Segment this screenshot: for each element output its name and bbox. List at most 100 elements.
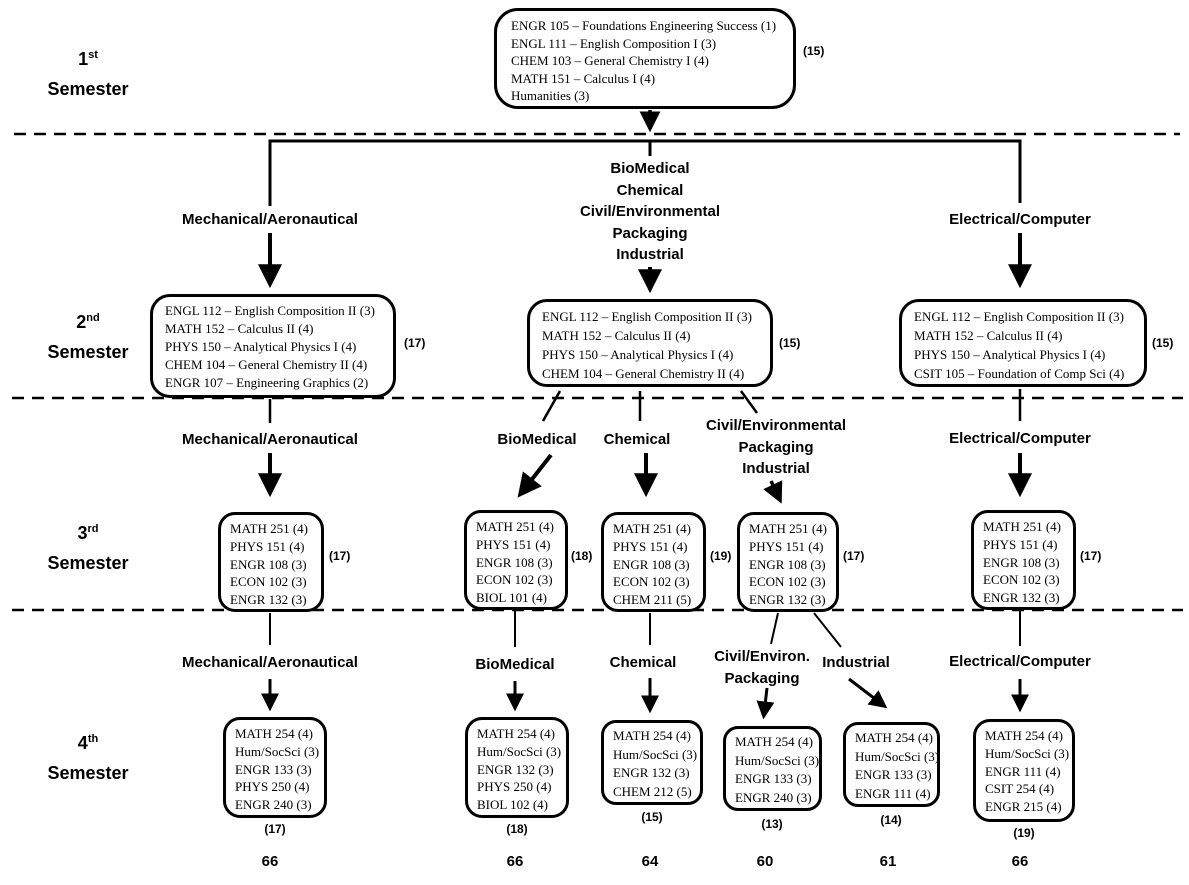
- semester-2-box-mechanical: ENGL 112 – English Composition II (3) MA…: [150, 294, 396, 398]
- course-line: MATH 251 (4): [476, 519, 554, 534]
- course-line: ENGL 111 – English Composition I (3): [511, 35, 717, 51]
- total-credits-biomedical: 66: [506, 853, 524, 870]
- course-line: ENGR 105 – Foundations Engineering Succe…: [511, 18, 777, 33]
- course-line: ENGR 132 (3): [613, 765, 690, 780]
- course-line: ECON 102 (3): [230, 574, 307, 590]
- semester-1-word: Semester: [47, 79, 129, 99]
- course-line: MATH 254 (4): [735, 734, 813, 749]
- semester-3-suffix: rd: [87, 523, 99, 535]
- semester-3-box-mechanical: MATH 251 (4) PHYS 151 (4) ENGR 108 (3) E…: [218, 512, 324, 612]
- credits-badge: (17): [329, 549, 351, 563]
- semester-4-word: Semester: [47, 763, 129, 783]
- track-label-biomedical-3: BioMedical: [475, 656, 555, 673]
- credits-badge: (17): [843, 549, 865, 563]
- semester-3-box-electrical: MATH 251 (4) PHYS 151 (4) ENGR 108 (3) E…: [971, 510, 1076, 610]
- credits-badge: (15): [1152, 336, 1174, 350]
- course-line: MATH 152 – Calculus II (4): [914, 328, 1063, 343]
- semester-3-box-biomedical: MATH 251 (4) PHYS 151 (4) ENGR 108 (3) E…: [464, 510, 568, 610]
- course-line: CHEM 104 – General Chemistry II (4): [542, 366, 745, 381]
- course-line: ENGL 112 – English Composition II (3): [542, 309, 752, 324]
- track-label-civil-stack-3: Civil/Environ. Packaging: [714, 646, 810, 689]
- course-line: Hum/SocSci (3): [235, 743, 320, 759]
- course-line: MATH 251 (4): [983, 519, 1061, 534]
- course-line: MATH 254 (4): [613, 728, 691, 743]
- course-line: ECON 102 (3): [476, 572, 553, 588]
- course-line: PHYS 150 – Analytical Physics I (4): [914, 347, 1106, 362]
- course-line: Hum/SocSci (3): [985, 745, 1070, 761]
- credits-badge: (17): [264, 822, 286, 836]
- track-label-mechanical-1: Mechanical/Aeronautical: [182, 211, 358, 228]
- course-line: PHYS 151 (4): [476, 536, 551, 552]
- course-line: ENGR 132 (3): [477, 761, 554, 777]
- course-line: ENGR 215 (4): [985, 799, 1062, 815]
- credits-badge: (19): [1013, 826, 1035, 840]
- course-line: ENGR 132 (3): [230, 592, 307, 608]
- semester-1-label: 1st Semester: [18, 40, 158, 104]
- course-line: ENGR 108 (3): [983, 554, 1060, 570]
- course-line: MATH 251 (4): [749, 521, 827, 536]
- course-line: MATH 254 (4): [855, 730, 933, 745]
- course-line: PHYS 150 – Analytical Physics I (4): [165, 339, 357, 354]
- course-line: ENGR 111 (4): [855, 785, 931, 801]
- track-label-civil-1: Civil/Environmental: [579, 203, 721, 220]
- total-credits-civil-packaging: 60: [756, 853, 774, 870]
- course-line: Humanities (3): [511, 88, 590, 104]
- track-label-electrical-3: Electrical/Computer: [949, 653, 1091, 670]
- semester-4-box-biomedical: MATH 254 (4) Hum/SocSci (3) ENGR 132 (3)…: [465, 717, 569, 818]
- course-line: ENGR 108 (3): [749, 556, 826, 572]
- semester-4-box-chemical: MATH 254 (4) Hum/SocSci (3) ENGR 132 (3)…: [601, 720, 703, 805]
- semester-1-ordinal: 1: [78, 49, 89, 69]
- track-label-civil-2: Civil/Environmental: [705, 417, 847, 434]
- credits-badge: (15): [779, 336, 801, 350]
- branch-3-connectors: [261, 611, 1029, 720]
- credits-badge-sem1: (15): [803, 44, 825, 58]
- credits-badge: (18): [506, 822, 528, 836]
- track-label-packaging-1: Packaging: [612, 224, 688, 242]
- course-line: MATH 251 (4): [230, 521, 308, 536]
- semester-2-label: 2nd Semester: [18, 303, 158, 367]
- track-label-electrical-2: Electrical/Computer: [949, 430, 1091, 447]
- credits-badge: (14): [880, 813, 902, 827]
- course-line: CHEM 211 (5): [613, 592, 692, 608]
- course-line: PHYS 151 (4): [749, 538, 824, 554]
- course-line: ECON 102 (3): [983, 572, 1060, 588]
- course-line: Hum/SocSci (3): [855, 748, 940, 764]
- course-line: PHYS 151 (4): [983, 536, 1058, 552]
- course-line: ENGR 107 – Engineering Graphics (2): [165, 375, 369, 390]
- semester-4-box-civil-packaging: MATH 254 (4) Hum/SocSci (3) ENGR 133 (3)…: [723, 726, 822, 811]
- course-line: ECON 102 (3): [613, 574, 690, 590]
- course-line: ENGR 240 (3): [735, 789, 812, 805]
- course-line: BIOL 101 (4): [476, 590, 548, 606]
- course-line: PHYS 250 (4): [235, 779, 310, 795]
- course-line: PHYS 150 – Analytical Physics I (4): [542, 347, 734, 362]
- course-line: PHYS 151 (4): [230, 538, 305, 554]
- course-line: ENGL 112 – English Composition II (3): [914, 309, 1124, 324]
- semester-3-ordinal: 3: [77, 523, 88, 543]
- course-line: ENGR 240 (3): [235, 797, 312, 813]
- semester-3-box-chemical: MATH 251 (4) PHYS 151 (4) ENGR 108 (3) E…: [601, 512, 706, 612]
- semester-2-word: Semester: [47, 342, 129, 362]
- course-line: ENGR 111 (4): [985, 763, 1061, 779]
- total-credits-electrical: 66: [1011, 853, 1029, 870]
- track-label-biomedical-1: BioMedical: [610, 160, 690, 177]
- semester-4-ordinal: 4: [77, 733, 88, 753]
- course-line: Hum/SocSci (3): [735, 752, 820, 768]
- track-label-industrial-3: Industrial: [822, 654, 890, 671]
- course-line: MATH 152 – Calculus II (4): [542, 328, 691, 343]
- semester-2-suffix: nd: [86, 312, 100, 324]
- course-line: CHEM 103 – General Chemistry I (4): [511, 53, 709, 69]
- semester-3-box-civil-packaging-industrial: MATH 251 (4) PHYS 151 (4) ENGR 108 (3) E…: [737, 512, 839, 612]
- semester-3-word: Semester: [47, 553, 129, 573]
- credits-badge: (17): [1080, 549, 1102, 563]
- course-line: MATH 152 – Calculus II (4): [165, 321, 314, 336]
- course-line: MATH 254 (4): [477, 726, 555, 741]
- track-label-chemical-2: Chemical: [603, 431, 671, 448]
- credits-badge: (19): [710, 549, 732, 563]
- track-label-electrical-1: Electrical/Computer: [949, 211, 1091, 228]
- course-line: Hum/SocSci (3): [477, 743, 562, 759]
- course-line: Hum/SocSci (3): [613, 746, 698, 762]
- course-line: CSIT 105 – Foundation of Comp Sci (4): [914, 366, 1125, 381]
- track-label-mechanical-3: Mechanical/Aeronautical: [182, 654, 358, 671]
- semester-4-label: 4th Semester: [18, 724, 158, 788]
